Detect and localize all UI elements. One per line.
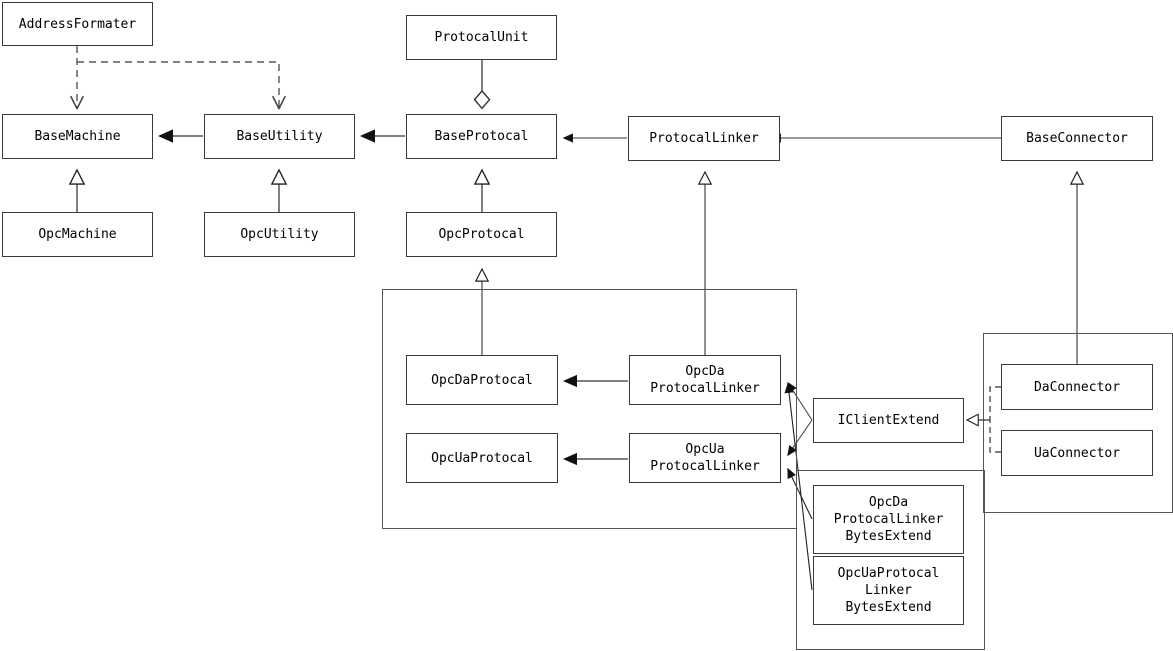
class-label: OpcUaProtocal [431,450,533,466]
class-label: ProtocalLinker [649,131,759,146]
class-box-opc-da-protocal[interactable]: OpcDaProtocal [406,355,558,405]
class-label: AddressFormater [18,16,137,32]
class-box-da-connector[interactable]: DaConnector [1001,364,1153,410]
class-label: OpcUa ProtocalLinker [650,442,760,474]
class-box-opc-utility[interactable]: OpcUtility [204,212,355,257]
class-box-address-formater[interactable]: AddressFormater [2,2,153,46]
class-label: UaConnector [1033,445,1121,461]
class-box-opc-ua-protocal-linker-bytes-extend[interactable]: OpcUaProtocal Linker BytesExtend [813,556,964,625]
class-label: BaseMachine [34,129,121,144]
class-box-base-utility[interactable]: BaseUtility [204,114,355,159]
class-label: OpcDaProtocal [431,372,533,388]
class-label: OpcUtility [240,227,319,242]
group-connectors [983,333,1173,513]
class-box-opc-machine[interactable]: OpcMachine [2,212,153,257]
class-box-opc-ua-protocal[interactable]: OpcUaProtocal [406,433,558,483]
class-label: DaConnector [1033,379,1121,395]
class-box-opc-protocal[interactable]: OpcProtocal [406,212,557,257]
class-label: OpcProtocal [438,227,525,242]
class-box-protocal-linker[interactable]: ProtocalLinker [628,116,780,161]
class-label: BaseProtocal [434,129,529,144]
class-box-ua-connector[interactable]: UaConnector [1001,430,1153,476]
group-protocal-impl [382,289,797,529]
class-label: IClientExtend [837,413,940,428]
class-box-opc-da-protocal-linker-bytes-extend[interactable]: OpcDa ProtocalLinker BytesExtend [813,485,964,554]
class-label: ProtocalUnit [434,30,529,45]
class-box-protocal-unit[interactable]: ProtocalUnit [406,15,557,60]
class-box-base-protocal[interactable]: BaseProtocal [406,114,557,159]
class-box-opc-ua-protocal-linker[interactable]: OpcUa ProtocalLinker [629,433,781,483]
class-label: OpcMachine [38,227,117,242]
class-label: OpcDa ProtocalLinker [650,364,760,396]
class-box-base-machine[interactable]: BaseMachine [2,114,153,159]
class-label: BaseConnector [1026,131,1128,146]
class-label: OpcDa ProtocalLinker BytesExtend [833,495,944,544]
class-label: BaseUtility [236,129,323,144]
class-box-opc-da-protocal-linker[interactable]: OpcDa ProtocalLinker [629,355,781,405]
class-box-base-connector[interactable]: BaseConnector [1001,116,1153,161]
class-label: OpcUaProtocal Linker BytesExtend [837,566,940,615]
class-box-iclient-extend[interactable]: IClientExtend [813,398,964,443]
